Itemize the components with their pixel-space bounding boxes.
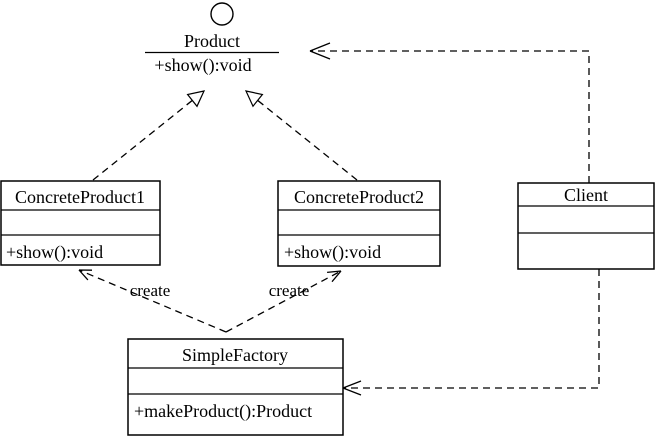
realization-cp2-to-product: [244, 90, 358, 181]
class-client: Client: [517, 182, 655, 270]
hollow-triangle-arrowhead: [244, 90, 264, 108]
dependency-line: [78, 269, 227, 333]
realization-line: [257, 99, 358, 181]
dependency-client-to-factory: [342, 269, 600, 396]
open-arrowhead: [327, 270, 342, 283]
class-box: [0, 180, 161, 266]
class-simple-factory: SimpleFactory +makeProduct():Product: [127, 338, 344, 436]
hollow-triangle-arrowhead: [186, 90, 206, 108]
interface-name: Product: [184, 31, 240, 51]
open-arrowhead: [342, 380, 362, 396]
class-name: ConcreteProduct2: [294, 187, 424, 207]
open-arrowhead: [309, 42, 331, 60]
class-name: ConcreteProduct1: [15, 187, 145, 207]
dependency-line: [225, 270, 342, 333]
class-method: +show():void: [6, 242, 103, 263]
class-box: [127, 338, 344, 436]
create-dependency-factory-to-cp2: create: [225, 270, 342, 333]
class-method: +makeProduct():Product: [134, 401, 312, 422]
class-concrete-product1: ConcreteProduct1 +show():void: [0, 180, 161, 266]
open-arrowhead: [78, 269, 93, 281]
class-method: +show():void: [284, 242, 381, 263]
interface-product: Product +show():void: [145, 2, 279, 76]
class-name: Client: [564, 185, 608, 205]
create-dependency-factory-to-cp1: create: [78, 269, 227, 333]
create-label-right: create: [269, 281, 310, 300]
class-concrete-product2: ConcreteProduct2 +show():void: [277, 180, 441, 267]
create-label-left: create: [130, 281, 171, 300]
dependency-line: [310, 50, 590, 183]
interface-lollipop-icon: [210, 2, 234, 26]
class-box: [517, 182, 655, 270]
realization-line: [92, 99, 193, 181]
class-name: SimpleFactory: [182, 345, 288, 365]
class-box: [277, 180, 441, 267]
dependency-line: [343, 269, 600, 389]
diagram-root: Product +show():void create: [0, 2, 655, 436]
realization-cp1-to-product: [92, 90, 206, 181]
dependency-client-to-product: [309, 42, 590, 183]
interface-method: +show():void: [154, 55, 251, 76]
